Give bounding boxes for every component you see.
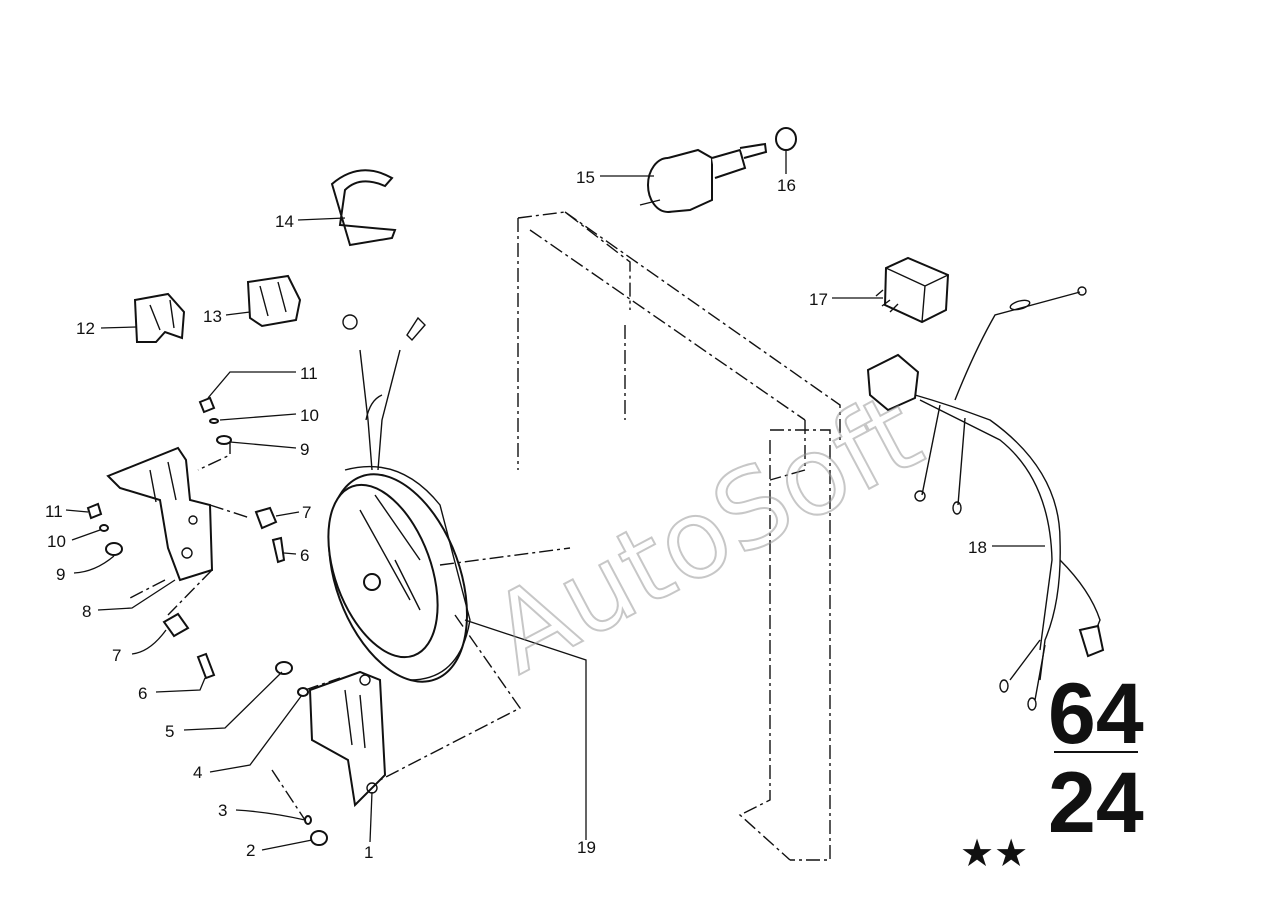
callout-11-left: 11	[45, 502, 63, 521]
temperature-switch-15	[639, 142, 768, 213]
callout-7-upper: 7	[302, 503, 311, 522]
callout-9-left: 9	[56, 565, 65, 584]
group-number-top: 64	[1048, 666, 1144, 762]
callout-19: 19	[577, 838, 596, 857]
group-number: 64 24 ★★	[960, 666, 1144, 875]
group-number-bottom: 24	[1048, 755, 1144, 851]
callout-17: 17	[809, 290, 828, 309]
relay-17	[875, 256, 950, 324]
bracket-upper	[106, 440, 251, 616]
callout-18: 18	[968, 538, 987, 557]
callout-10-left: 10	[47, 532, 66, 551]
callout-2: 2	[246, 841, 255, 860]
callout-4: 4	[193, 763, 202, 782]
callout-5: 5	[165, 722, 174, 741]
callout-3: 3	[218, 801, 227, 820]
callout-labels: 1 2 3 4 5 6 6 7 7 8 9 9 10 10 11 11 12 1…	[45, 168, 987, 862]
callout-7-lower: 7	[112, 646, 121, 665]
leader-lines	[65, 150, 1045, 851]
callout-6-lower: 6	[138, 684, 147, 703]
callout-16: 16	[777, 176, 796, 195]
bracket-lower	[271, 670, 387, 821]
clamp-14	[330, 169, 397, 247]
callout-14: 14	[275, 212, 294, 231]
clip-13	[246, 274, 302, 328]
wiring-harness-18	[866, 286, 1105, 711]
callout-6-upper: 6	[300, 546, 309, 565]
callout-8: 8	[82, 602, 91, 621]
hardware	[86, 396, 328, 846]
callout-11-upper: 11	[300, 364, 318, 383]
fan-assembly	[327, 314, 571, 781]
callout-12: 12	[76, 319, 95, 338]
callout-9-upper: 9	[300, 440, 309, 459]
watermark-text: AutoSoft	[472, 370, 940, 698]
rating-stars: ★★	[960, 831, 1028, 875]
clip-12	[133, 292, 186, 343]
callout-15: 15	[576, 168, 595, 187]
radiator-outline	[517, 211, 841, 861]
callout-1: 1	[364, 843, 373, 862]
sealing-ring-16	[775, 127, 797, 151]
callout-13: 13	[203, 307, 222, 326]
callout-10-upper: 10	[300, 406, 319, 425]
